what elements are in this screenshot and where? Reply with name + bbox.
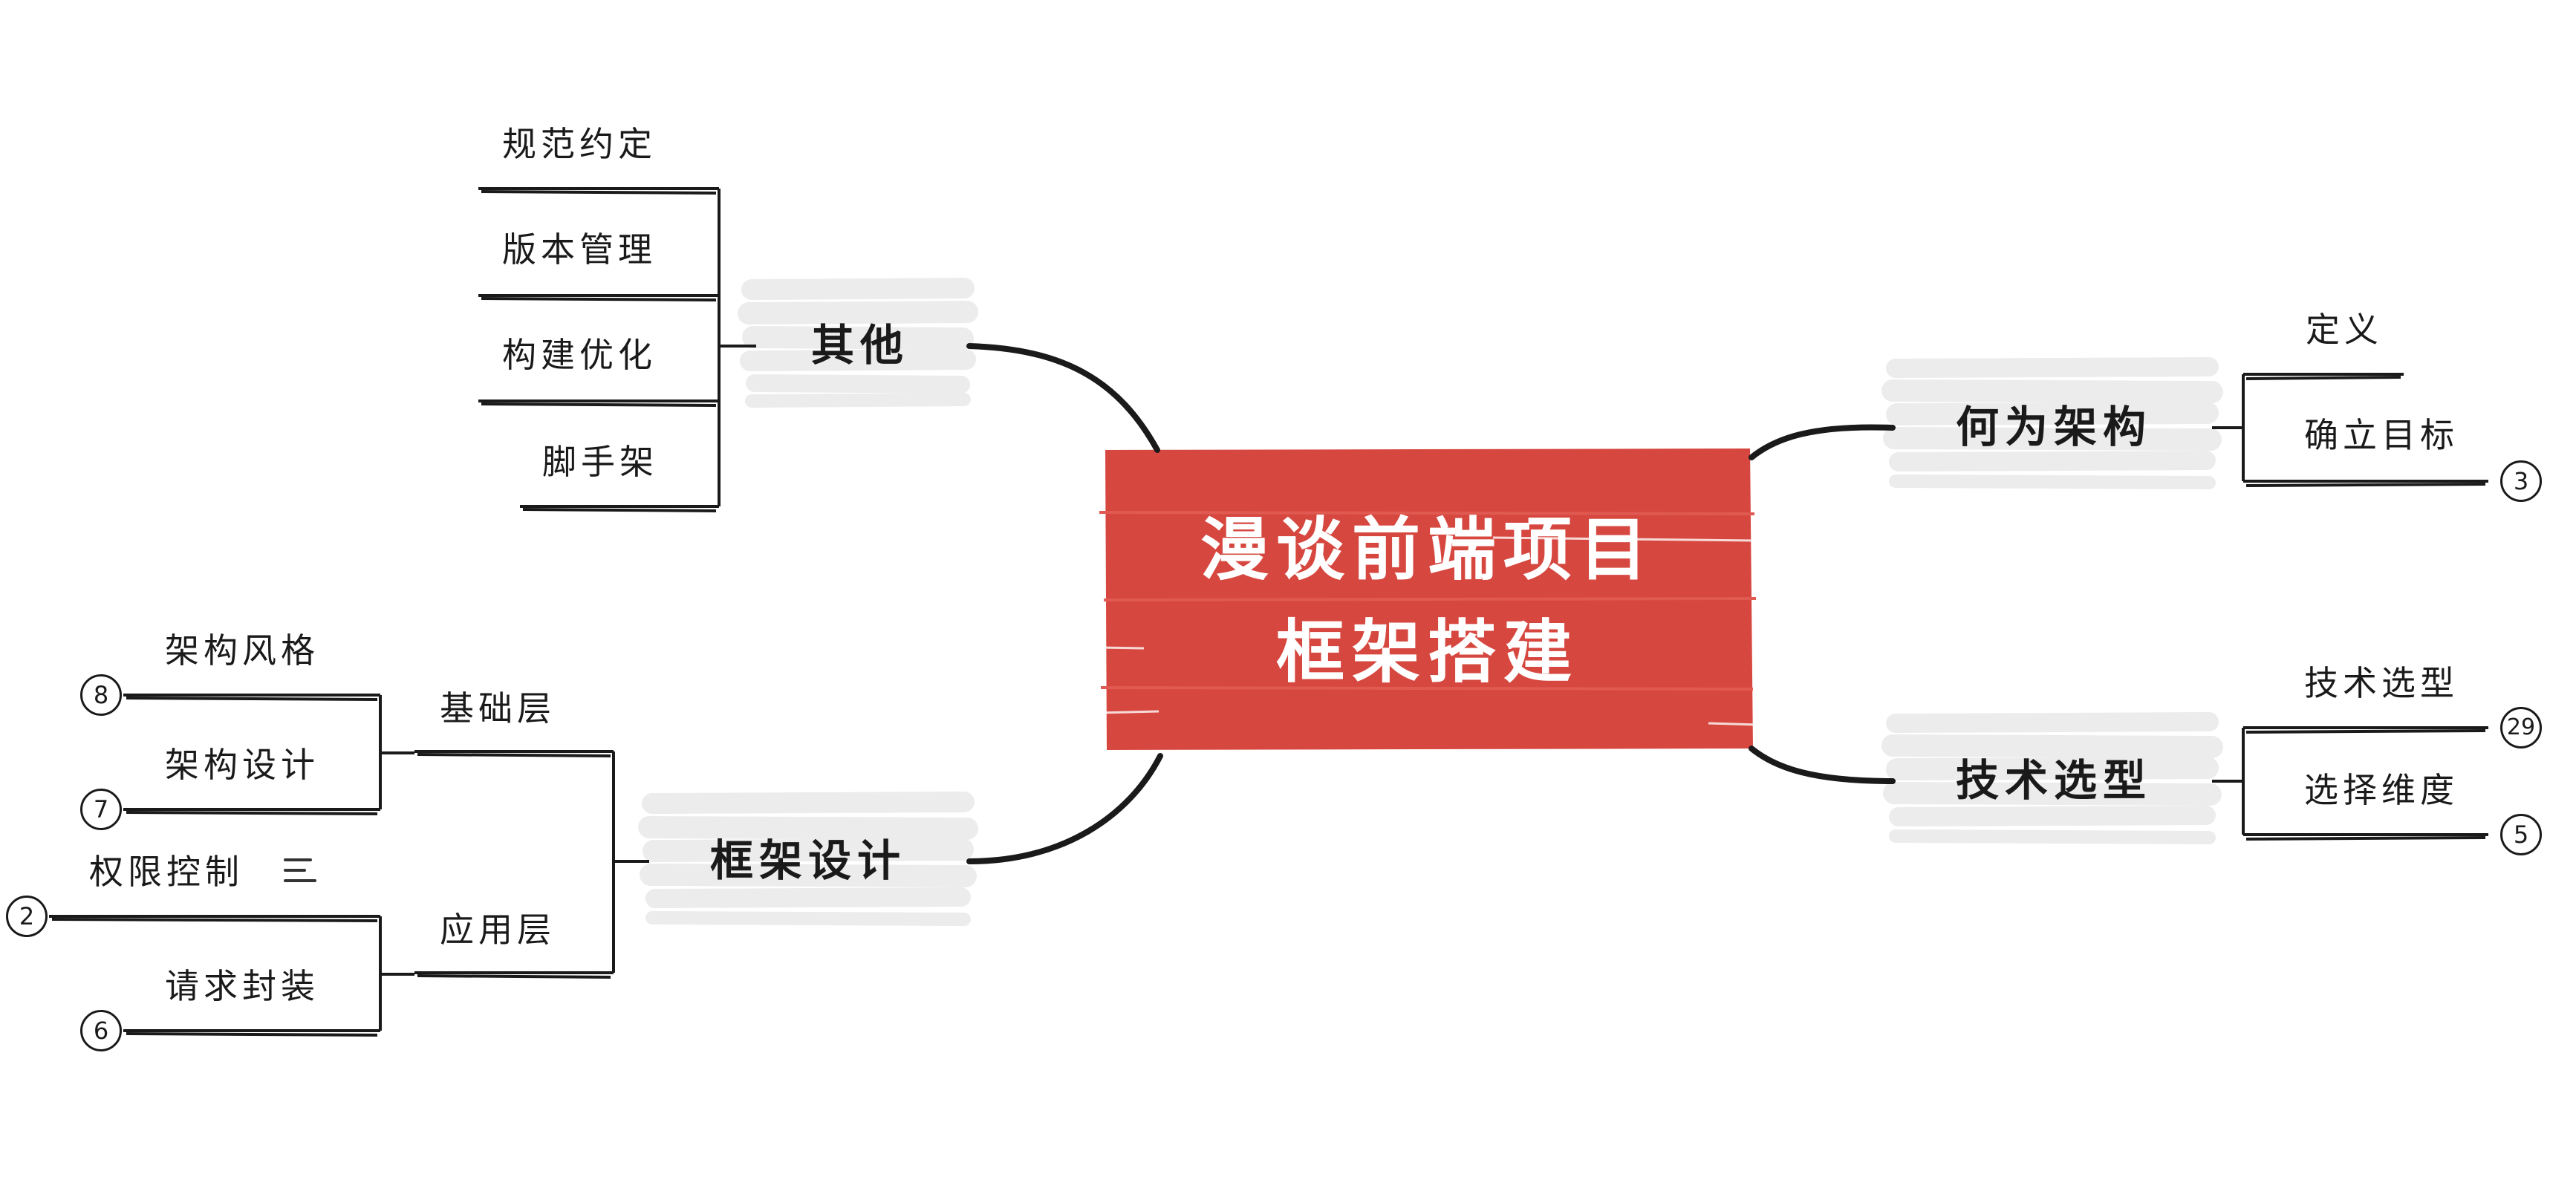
bracket-hewei — [2212, 373, 2488, 487]
leaf-quanxian[interactable]: 权限控制 — [89, 852, 244, 892]
leaf-goujian[interactable]: 构建优化 — [502, 335, 657, 375]
branch-highlight-hewei — [1881, 357, 2223, 489]
bracket-jishu — [2212, 726, 2488, 841]
branch-highlight-kuangjia — [638, 792, 978, 926]
branch-qita[interactable]: 其他 — [810, 320, 909, 371]
bracket-jichu — [123, 694, 414, 815]
leaf-xuanze[interactable]: 选择维度 — [2304, 770, 2459, 810]
node-jichuceng[interactable]: 基础层 — [440, 688, 556, 728]
branch-jishu[interactable]: 技术选型 — [1955, 755, 2152, 806]
notes-icon[interactable] — [284, 858, 316, 884]
leaf-dingyi[interactable]: 定义 — [2306, 310, 2383, 350]
bracket-qita — [478, 187, 756, 512]
branch-highlight-jishu — [1881, 712, 2223, 844]
branch-highlight-qita — [738, 278, 978, 408]
bracket-kuangjia — [414, 750, 649, 979]
badge-qingqiu-count[interactable]: 6 — [80, 1010, 122, 1051]
leaf-banben[interactable]: 版本管理 — [502, 229, 657, 270]
bracket-yingyong — [49, 915, 414, 1037]
central-topic-block — [1097, 449, 1758, 750]
main-connectors — [966, 343, 1896, 864]
badge-queli-count[interactable]: 3 — [2500, 460, 2542, 502]
leaf-guifan[interactable]: 规范约定 — [502, 124, 657, 164]
badge-jiagoufengge-count[interactable]: 8 — [80, 674, 122, 716]
central-topic-line1: 漫谈前端项目 — [1200, 510, 1655, 590]
leaf-qingqiu[interactable]: 请求封装 — [165, 966, 319, 1006]
badge-xuanze-count[interactable]: 5 — [2500, 814, 2542, 855]
leaf-jiaoshoujia[interactable]: 脚手架 — [542, 442, 658, 482]
leaf-jishuxuanxing[interactable]: 技术选型 — [2304, 663, 2459, 703]
badge-jishuxuanxing-count[interactable]: 29 — [2500, 707, 2542, 748]
branch-hewei[interactable]: 何为架构 — [1955, 402, 2152, 452]
node-yingyongceng[interactable]: 应用层 — [440, 910, 556, 950]
branch-kuangjia[interactable]: 框架设计 — [709, 835, 906, 886]
badge-jiagousheji-count[interactable]: 7 — [80, 789, 122, 830]
leaf-queli[interactable]: 确立目标 — [2304, 415, 2459, 455]
badge-quanxian-count[interactable]: 2 — [6, 896, 48, 937]
leaf-jiagousheji[interactable]: 架构设计 — [165, 745, 319, 785]
leaf-jiagoufengge[interactable]: 架构风格 — [165, 630, 319, 671]
central-topic-line2: 框架搭建 — [1275, 613, 1579, 692]
central-topic[interactable]: 漫谈前端项目 框架搭建 — [1105, 499, 1750, 704]
